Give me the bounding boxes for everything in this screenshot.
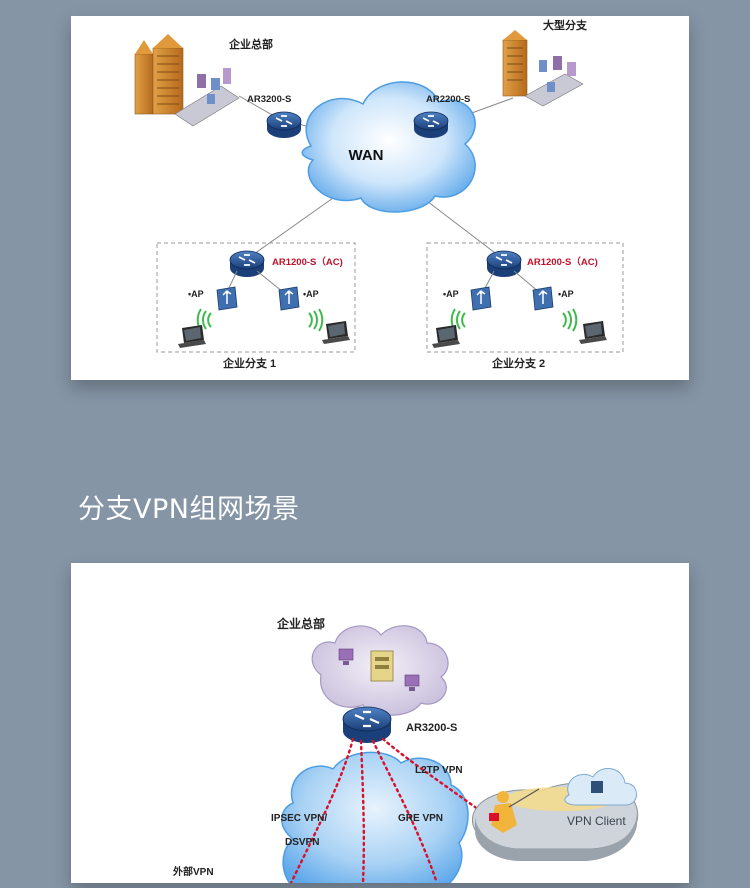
ap-label-branch2-right: •AP: [558, 289, 574, 299]
router-icon-large-branch: [413, 111, 449, 139]
ap-icon-branch1-right: [278, 286, 300, 311]
vpn-diagram-panel: 企业总部 AR3200-S L2TP VPN IPSEC VPN/ DSVPN …: [71, 563, 689, 888]
external-vpn-label: 外部VPN: [172, 865, 214, 878]
laptop-icon: [322, 321, 350, 344]
router-label: AR3200-S: [406, 722, 457, 734]
router-label-hq: AR3200-S: [247, 94, 291, 105]
computer-icon: [404, 674, 420, 691]
ap-label-branch1-left: •AP: [188, 289, 204, 299]
router-icon-hq: [266, 111, 302, 139]
ap-icon-branch2-left: [470, 286, 492, 311]
router-label-branch2: AR1200-S（AC): [527, 256, 598, 268]
ap-icon-branch2-right: [532, 286, 554, 311]
vpn-diagram: 企业总部 AR3200-S L2TP VPN IPSEC VPN/ DSVPN …: [172, 616, 639, 888]
hq-label: 企业总部: [276, 616, 325, 631]
server-icon: [370, 650, 394, 682]
topology-diagram-panel: WAN 企业总部 大型分支 AR3200-S AR2200-S AR1200-S…: [71, 16, 689, 380]
router-icon: [342, 706, 392, 743]
hq-label: 企业总部: [228, 37, 273, 51]
gre-label: GRE VPN: [398, 813, 443, 824]
large-branch-label: 大型分支: [543, 18, 588, 32]
ipsec-label: IPSEC VPN/: [271, 813, 327, 824]
computer-icon: [338, 648, 354, 665]
vpn-tunnels: [289, 737, 485, 885]
wifi-waves-icon: [562, 308, 578, 332]
l2tp-label: L2TP VPN: [415, 765, 463, 776]
ap-icon-branch1-left: [216, 286, 238, 311]
router-label-branch1: AR1200-S（AC): [272, 256, 343, 268]
router-label-large-branch: AR2200-S: [426, 94, 470, 105]
branch2-boundary: [426, 242, 624, 353]
ap-label-branch1-right: •AP: [303, 289, 319, 299]
user-figure-icon: [489, 788, 540, 833]
laptop-icon: [432, 325, 460, 348]
ap-label-branch2-left: •AP: [443, 289, 459, 299]
vpn-client-cloud-icon: [564, 768, 637, 806]
laptop-icon: [178, 325, 206, 348]
vpn-wan-cloud: [281, 751, 469, 888]
wifi-waves-icon: [308, 308, 324, 332]
branch2-label: 企业分支 2: [491, 356, 545, 370]
link-wan-branch2: [422, 197, 504, 260]
dsvpn-label: DSVPN: [285, 837, 319, 848]
branch1-label: 企业分支 1: [222, 356, 276, 370]
topology-diagram: WAN 企业总部 大型分支 AR3200-S AR2200-S AR1200-S…: [134, 18, 624, 370]
hq-building-icon: [134, 34, 240, 127]
vpn-client-label: VPN Client: [567, 814, 626, 828]
link-wan-branch1: [246, 197, 334, 260]
laptop-icon: [579, 321, 607, 344]
section-title: 分支VPN组网场景: [78, 494, 300, 525]
branch1-boundary: [156, 242, 356, 353]
large-branch-building-icon: [502, 30, 584, 107]
wan-label: WAN: [349, 147, 384, 164]
